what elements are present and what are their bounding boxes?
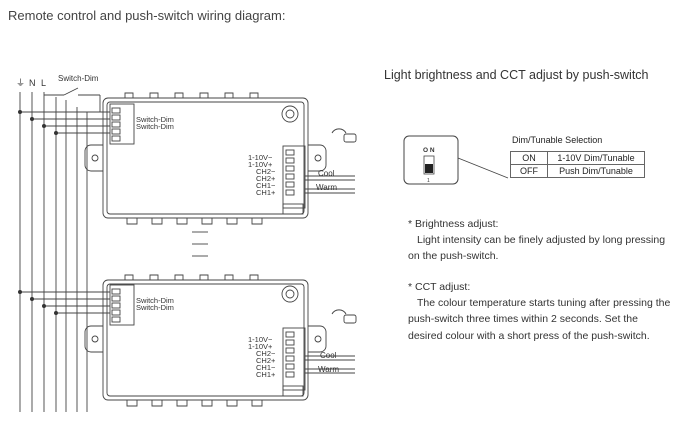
table-row: OFF Push Dim/Tunable xyxy=(510,164,645,178)
ch1-plus-label: CH1+ xyxy=(256,188,276,197)
remote-receiver-1 xyxy=(281,105,299,123)
brightness-line-2: on the push-switch. xyxy=(408,250,499,263)
earth-symbol: ⏚ xyxy=(16,78,25,88)
dim-plus-label: 1-10V+ xyxy=(248,160,273,169)
ch2-plus-label-2: CH2+ xyxy=(256,356,276,365)
remote-control-icon-2 xyxy=(343,314,357,324)
dip-on-label: O N xyxy=(423,147,435,154)
page-title: Remote control and push-switch wiring di… xyxy=(8,8,286,23)
input-terminal-2 xyxy=(109,284,135,326)
remote-control-icon-1 xyxy=(343,133,357,143)
selection-table: ON 1-10V Dim/Tunable OFF Push Dim/Tunabl… xyxy=(510,151,645,178)
dip-switch-module-2 xyxy=(282,385,304,397)
cct-line-1: The colour temperature starts tuning aft… xyxy=(417,297,671,310)
push-switch-contact xyxy=(63,87,79,96)
table-cell-state: ON xyxy=(510,151,548,165)
output-terminal-2 xyxy=(282,327,306,391)
selection-table-heading: Dim/Tunable Selection xyxy=(512,135,603,145)
input-terminal-1 xyxy=(109,103,135,145)
table-row: ON 1-10V Dim/Tunable xyxy=(510,151,645,165)
table-cell-mode: Push Dim/Tunable xyxy=(547,164,645,178)
ch1-plus-label-2: CH1+ xyxy=(256,370,276,379)
terminal-label-top: Switch-Dim xyxy=(136,115,174,124)
neutral-label: N xyxy=(29,78,36,88)
live-label: L xyxy=(41,78,46,88)
terminal-label-bottom: Switch-Dim xyxy=(136,122,174,131)
dip-switch-module-1 xyxy=(282,203,304,215)
driver-module-1 xyxy=(102,97,309,219)
table-cell-mode: 1-10V Dim/Tunable xyxy=(547,151,645,165)
warm-label: Warm xyxy=(316,183,337,192)
cct-line-2: push-switch three times within 2 seconds… xyxy=(408,313,638,326)
driver-module-2 xyxy=(102,279,309,401)
switch-dim-label: Switch-Dim xyxy=(58,74,99,83)
warm-label-2: Warm xyxy=(318,365,339,374)
table-cell-state: OFF xyxy=(510,164,548,178)
ch1-minus-label: CH1− xyxy=(256,181,276,190)
terminal-label-bottom-2: Switch-Dim xyxy=(136,303,174,312)
ch2-minus-label-2: CH2− xyxy=(256,349,276,358)
brightness-heading: * Brightness adjust: xyxy=(408,218,499,230)
cct-note: * CCT adjust: The colour temperature sta… xyxy=(408,279,696,344)
ch1-minus-label-2: CH1− xyxy=(256,363,276,372)
remote-receiver-2 xyxy=(281,285,299,303)
cct-line-3: desired colour with a short press of the… xyxy=(408,329,650,342)
dim-minus-label: 1-10V− xyxy=(248,153,273,162)
output-terminal-1 xyxy=(282,145,306,209)
terminal-label-top-2: Switch-Dim xyxy=(136,296,174,305)
brightness-line-1: Light intensity can be finely adjusted b… xyxy=(417,234,666,247)
section-title: Light brightness and CCT adjust by push-… xyxy=(384,68,649,82)
dim-plus-label-2: 1-10V+ xyxy=(248,342,273,351)
ch2-minus-label: CH2− xyxy=(256,167,276,176)
dip-number-label: 1 xyxy=(427,178,430,184)
dip-switch-lever xyxy=(425,164,433,173)
ch2-plus-label: CH2+ xyxy=(256,174,276,183)
brightness-note: * Brightness adjust: Light intensity can… xyxy=(408,216,696,265)
cct-heading: * CCT adjust: xyxy=(408,281,471,293)
cool-label: Cool xyxy=(318,169,335,178)
cool-label-2: Cool xyxy=(320,351,337,360)
dim-minus-label-2: 1-10V− xyxy=(248,335,273,344)
